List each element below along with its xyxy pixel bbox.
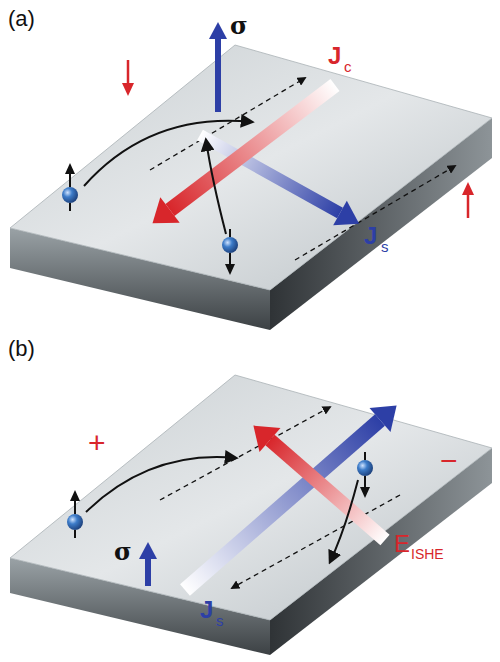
field-label: E: [394, 532, 410, 556]
current-label: J: [364, 224, 377, 248]
current-label: J: [200, 598, 213, 622]
slab: [10, 45, 492, 330]
current-label: J: [328, 44, 341, 68]
spin-symbol: σ: [230, 14, 248, 38]
polarity-sign: −: [440, 446, 458, 476]
panel-b-arrows: [67, 406, 400, 591]
subscript: ISHE: [411, 547, 444, 561]
spin-symbol: σ: [114, 540, 132, 564]
panel-a-arrows: [62, 22, 474, 275]
subscript: c: [344, 59, 352, 74]
subscript: s: [216, 613, 224, 628]
panel-label: (a): [8, 8, 35, 30]
slab: [10, 375, 492, 655]
polarity-sign: +: [88, 428, 106, 458]
panel-label: (b): [8, 338, 35, 360]
subscript: s: [381, 239, 389, 254]
